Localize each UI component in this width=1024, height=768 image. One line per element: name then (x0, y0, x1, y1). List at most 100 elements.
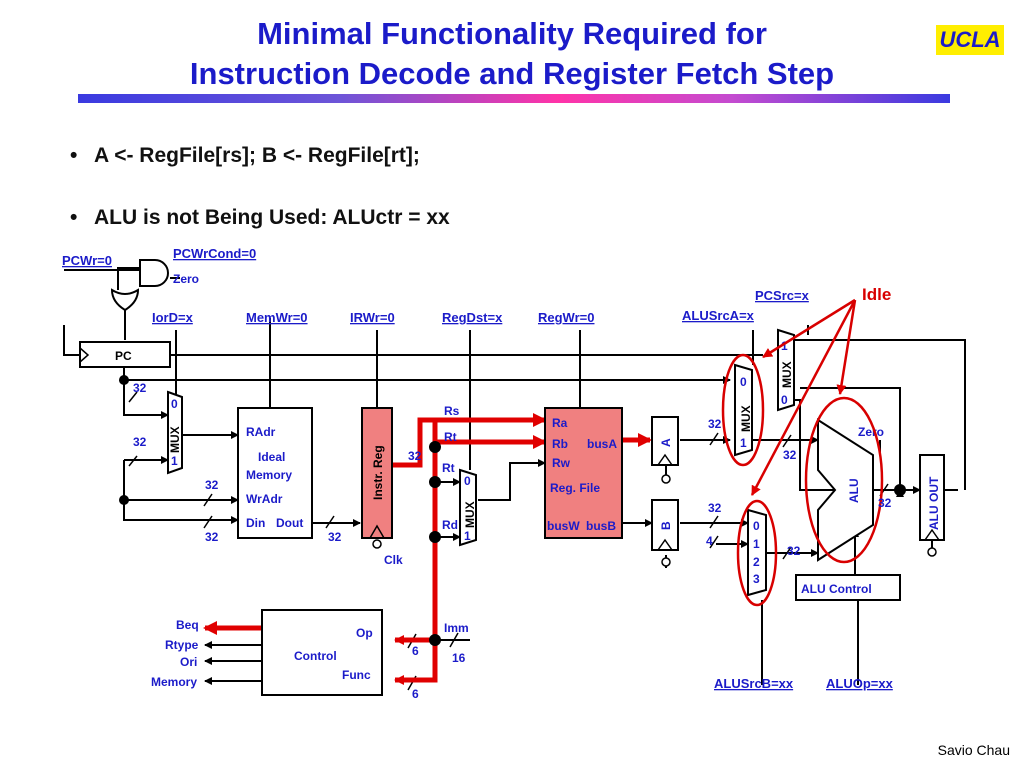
mux-input-0: 0 (171, 397, 178, 411)
alu-zero-label: Zero (858, 425, 884, 439)
control-label: Control (294, 649, 337, 663)
ideal-memory: RAdr Ideal Memory WrAdr Din Dout (237, 407, 313, 539)
rf-busw: busW (547, 519, 580, 533)
rf-title: Reg. File (550, 481, 600, 495)
mem-din: Din (246, 516, 265, 530)
output-ori: Ori (180, 655, 197, 669)
alu-control-label: ALU Control (801, 582, 872, 596)
slide-title: Minimal Functionality Required for Instr… (0, 14, 1024, 94)
zero-label: Zero (173, 272, 199, 286)
rd-label: Rd (442, 518, 458, 532)
control-outputs: Beq Rtype Ori Memory (151, 618, 199, 689)
bullet-item: • A <- RegFile[rs]; B <- RegFile[rt]; (70, 140, 450, 172)
memwr-label: MemWr=0 (246, 310, 308, 325)
width-label: 32 (205, 530, 219, 544)
ireg-label: Instr. Reg (371, 445, 385, 500)
rf-busa: busA (587, 437, 617, 451)
mux-label: MUX (780, 361, 794, 388)
width-label: 16 (452, 651, 466, 665)
register-b: B (651, 499, 679, 567)
output-memory: Memory (151, 675, 197, 689)
slide-title-line-1: Minimal Functionality Required for (257, 16, 767, 51)
rf-ra: Ra (552, 416, 568, 430)
mem-dout: Dout (276, 516, 303, 530)
regdst-mux: 0 1 MUX (459, 468, 477, 547)
pcwr-label: PCWr=0 (62, 253, 112, 268)
width-label: 32 (708, 501, 722, 515)
pcsrc-mux: 1 0 MUX (777, 328, 795, 412)
alu-out-label: ALU OUT (927, 476, 941, 530)
mux-input-0: 0 (740, 375, 747, 389)
reg-a-label: A (659, 438, 673, 447)
irwr-label: IRWr=0 (350, 310, 395, 325)
rs-label: Rs (444, 404, 460, 418)
alu-label: ALU (847, 478, 861, 503)
mux-input-0: 0 (781, 393, 788, 407)
bullet-dot-icon: • (70, 144, 78, 167)
mux-input-0: 0 (753, 519, 760, 533)
mux-label: MUX (463, 501, 477, 528)
width-label: 32 (133, 435, 147, 449)
alu-control: ALU Control (795, 574, 901, 601)
mux-label: MUX (739, 405, 753, 432)
rf-rw: Rw (552, 456, 571, 470)
width-label: 6 (412, 687, 419, 701)
pcwrcond-label: PCWrCond=0 (173, 246, 256, 261)
iord-label: IorD=x (152, 310, 194, 325)
mux-input-3: 3 (753, 572, 760, 586)
control-signal-labels: PCWr=0 PCWrCond=0 Zero IorD=x MemWr=0 IR… (62, 246, 894, 691)
control-unit: Control Op Func (261, 609, 383, 696)
mem-radr: RAdr (246, 425, 276, 439)
imm-label: Imm (444, 621, 469, 635)
bullet-list: • A <- RegFile[rs]; B <- RegFile[rt]; •AL… (70, 140, 450, 264)
alusrca-label: ALUSrcA=x (682, 308, 755, 323)
instruction-register: Instr. Reg Clk (361, 407, 403, 567)
control-op: Op (356, 626, 373, 640)
output-beq: Beq (176, 618, 199, 632)
clk-label: Clk (384, 553, 403, 567)
regwr-label: RegWr=0 (538, 310, 594, 325)
memory-address-mux: 0 1 MUX (167, 390, 183, 475)
ucla-logo: UCLA (936, 25, 1004, 55)
mux-input-0: 0 (464, 474, 471, 488)
mem-wradr: WrAdr (246, 492, 283, 506)
rt-label: Rt (444, 430, 457, 444)
slide-title-line-2: Instruction Decode and Register Fetch St… (189, 56, 835, 91)
width-label: 32 (783, 448, 797, 462)
mem-title-1: Ideal (258, 450, 285, 464)
mux-input-1: 1 (753, 537, 760, 551)
rt-label: Rt (442, 461, 455, 475)
control-func: Func (342, 668, 371, 682)
mux-input-2: 2 (753, 555, 760, 569)
alu: ALU Zero (817, 418, 884, 562)
mux-input-1: 1 (171, 454, 178, 468)
bullet-item: •ALU is not Being Used: ALUctr = xx (70, 202, 450, 234)
signal-labels: Rs Rt Rt Rd Imm 32 32 32 32 32 32 32 32 … (133, 381, 892, 701)
width-label: 32 (787, 544, 801, 558)
mux-input-1: 1 (740, 436, 747, 450)
width-label: 32 (133, 381, 147, 395)
alusrca-mux: 0 1 MUX (734, 363, 753, 457)
width-label: 32 (328, 530, 342, 544)
mux-input-1: 1 (464, 529, 471, 543)
idle-highlights (721, 298, 884, 607)
mem-title-2: Memory (246, 468, 292, 482)
bullet-dot-icon: • (70, 206, 78, 229)
reg-b-label: B (659, 521, 673, 530)
rf-rb: Rb (552, 437, 568, 451)
width-label: 4 (706, 534, 713, 548)
mux-input-1: 1 (781, 339, 788, 353)
rf-busb: busB (586, 519, 616, 533)
mux-label: MUX (168, 426, 182, 453)
width-label: 32 (708, 417, 722, 431)
regdst-label: RegDst=x (442, 310, 503, 325)
output-rtype: Rtype (165, 638, 199, 652)
register-file: Ra Rb busA Rw Reg. File busW busB (544, 407, 623, 539)
junction-dots (119, 375, 906, 646)
pc-write-gates (110, 259, 169, 312)
idle-annotation: Idle (862, 285, 891, 304)
width-label: 32 (408, 449, 422, 463)
bullet-text: A <- RegFile[rs]; B <- RegFile[rt]; (94, 144, 420, 167)
pcsrc-label: PCSrc=x (755, 288, 810, 303)
alu-out-register: ALU OUT (919, 454, 945, 557)
